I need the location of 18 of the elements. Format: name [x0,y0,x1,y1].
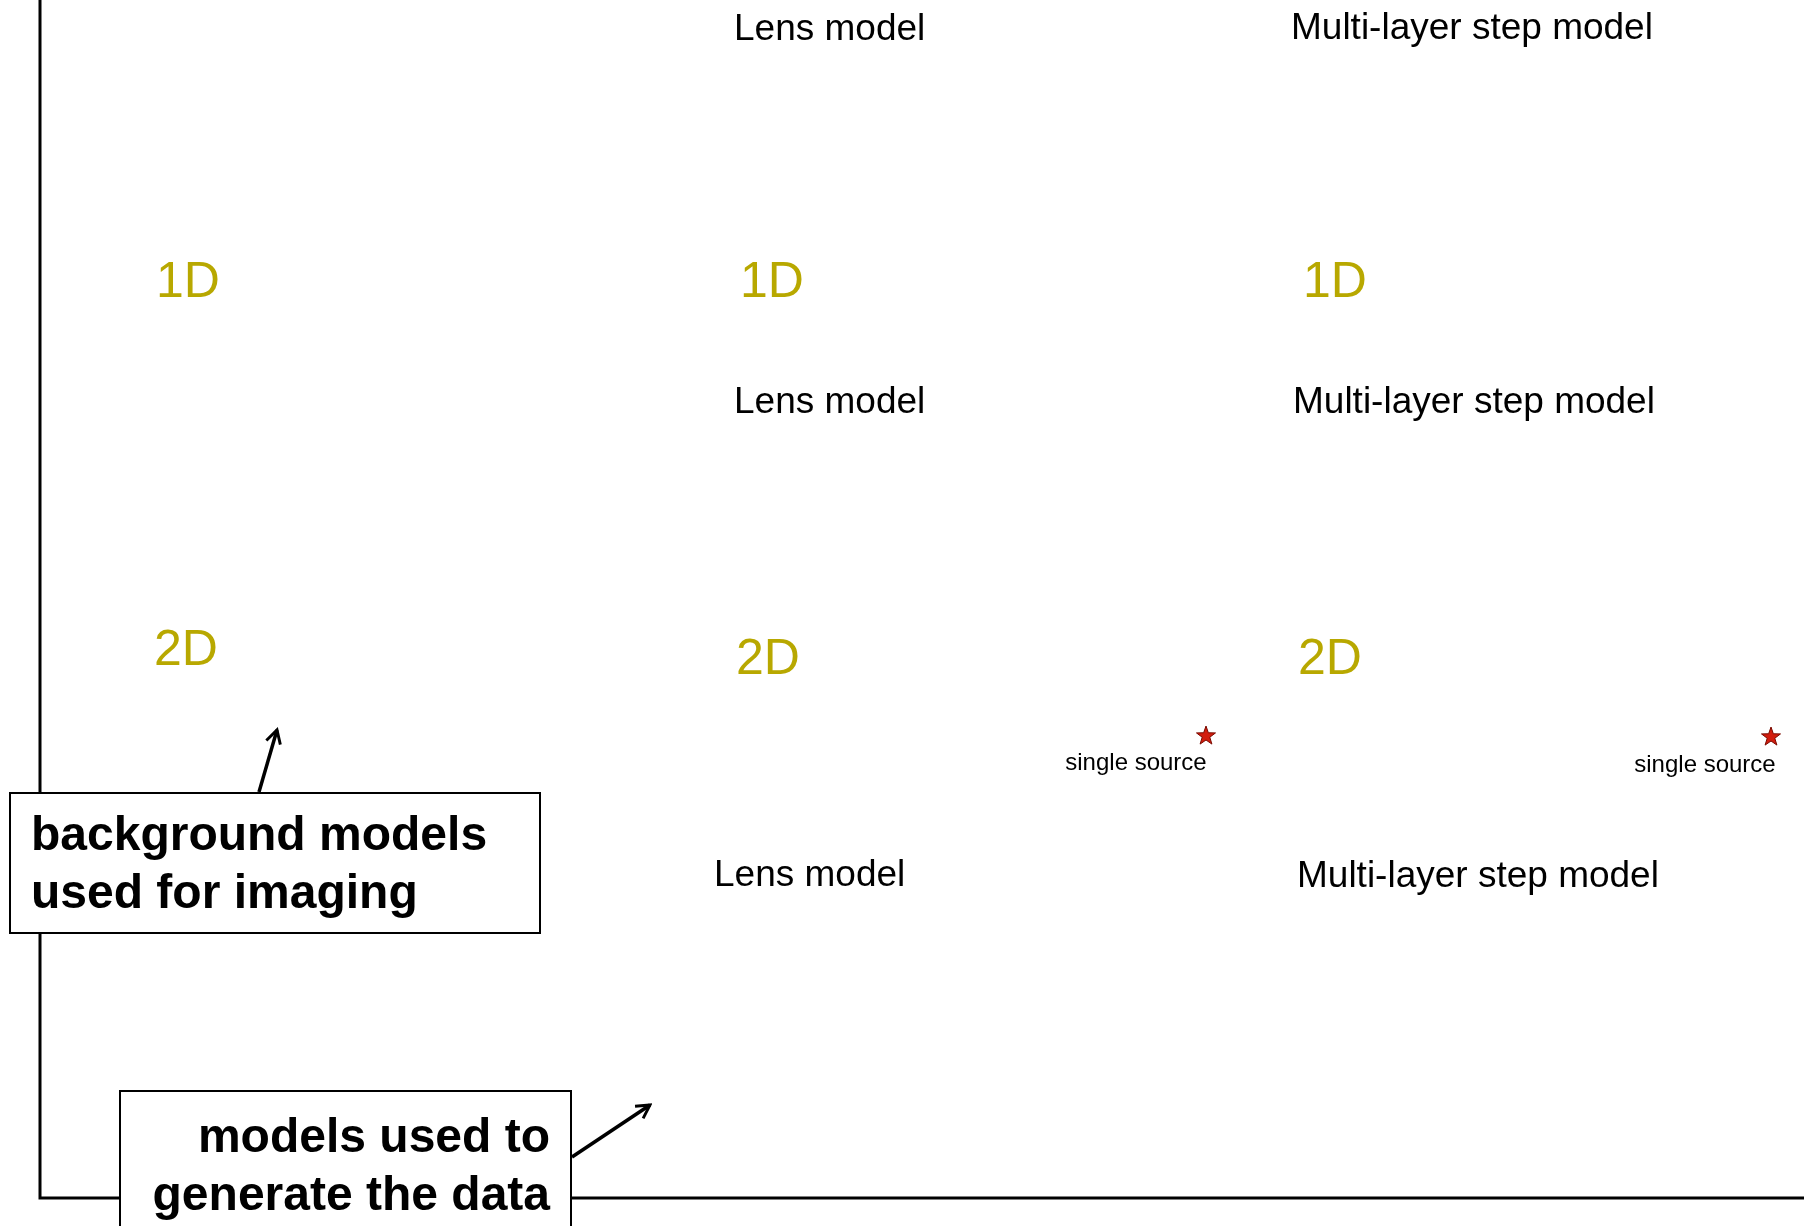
dimension-label: 1D [740,255,804,305]
model-label: Multi-layer step model [1291,7,1653,45]
dimension-label: 2D [154,623,218,673]
leader-arrow [257,728,282,793]
model-label: Lens model [734,381,926,419]
dimension-label: 1D [1303,255,1367,305]
dimension-label: 2D [1298,632,1362,682]
callout-box: background models used for imaging [9,792,541,934]
source-label: single source [1634,752,1776,776]
model-label: Lens model [714,854,906,892]
model-label: Multi-layer step model [1293,381,1655,419]
model-label: Lens model [734,8,926,46]
callout-box: models used to generate the data [119,1090,572,1226]
model-label: Multi-layer step model [1297,855,1659,893]
source-label: single source [1065,750,1207,774]
leader-arrow [571,1103,652,1159]
dimension-label: 2D [736,632,800,682]
dimension-label: 1D [156,255,220,305]
